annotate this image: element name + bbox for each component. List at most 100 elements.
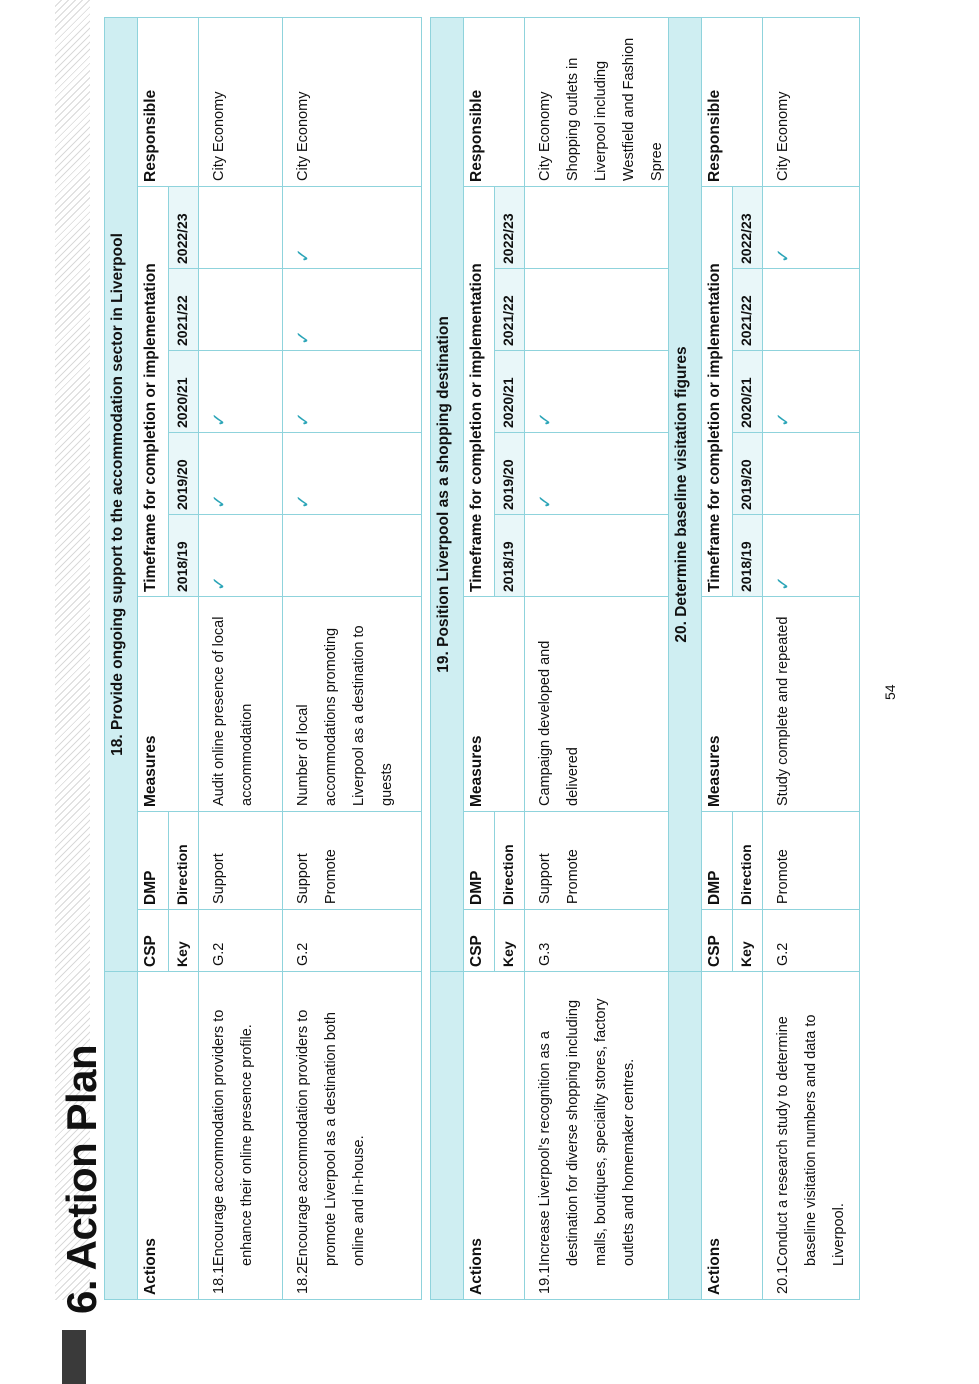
action-table-18: 18. Provide ongoing support to the accom… [104, 17, 422, 1300]
check-icon: ✓ [293, 411, 313, 427]
year-check-cell: ✓ [524, 432, 678, 515]
year-check-cell: ✓ [282, 268, 422, 351]
header-timeframe: Timeframe for completion or implementati… [137, 186, 169, 597]
header-direction: Direction [494, 811, 525, 910]
measure: Campaign developed and delivered [524, 596, 678, 812]
table-row: 18.2Encourage accommodation providers to… [282, 17, 422, 1300]
check-icon: ✓ [535, 493, 555, 509]
responsible: City Economy [282, 17, 422, 187]
year-check-cell: ✓ [198, 350, 283, 433]
header-direction: Direction [732, 811, 763, 910]
header-responsible: Responsible [137, 17, 199, 187]
header-dmp: DMP [463, 811, 495, 910]
action-id: 20.1 [775, 1265, 791, 1294]
action-id: 18.2 [295, 1265, 311, 1294]
header-key: Key [168, 909, 199, 972]
year-check-cell: ✓ [198, 514, 283, 597]
header-year: 2020/21 [168, 350, 199, 433]
responsible: City Economy Shopping outlets in Liverpo… [524, 17, 678, 187]
action-id: 19.1 [537, 1265, 553, 1294]
year-check-cell: ✓ [198, 432, 283, 515]
decorative-hatch [55, 0, 90, 1300]
year-check-cell [282, 514, 422, 597]
action-text: Conduct a research study to determine ba… [775, 1014, 847, 1267]
section-title: 19. Position Liverpool as a shopping des… [430, 17, 464, 972]
year-check-cell [524, 514, 678, 597]
header-direction: Direction [168, 811, 199, 910]
band-spacer [668, 971, 702, 1300]
header-year: 2022/23 [494, 186, 525, 269]
header-year: 2021/22 [168, 268, 199, 351]
action-table-20: 20. Determine baseline visitation figure… [668, 17, 860, 1300]
header-actions: Actions [463, 971, 525, 1300]
header-year: 2021/22 [732, 268, 763, 351]
check-icon: ✓ [773, 575, 793, 591]
action-text: Encourage accommodation providers to enh… [211, 1009, 255, 1266]
header-dmp: DMP [137, 811, 169, 910]
header-year: 2021/22 [494, 268, 525, 351]
check-icon: ✓ [209, 411, 229, 427]
header-measures: Measures [137, 596, 199, 812]
dmp-direction: Support Promote [524, 811, 678, 910]
header-year: 2018/19 [494, 514, 525, 597]
measure: Number of local accommodations promoting… [282, 596, 422, 812]
check-icon: ✓ [209, 493, 229, 509]
dmp-direction: Promote [762, 811, 860, 910]
year-check-cell: ✓ [762, 186, 860, 269]
year-check-cell: ✓ [524, 350, 678, 433]
check-icon: ✓ [773, 247, 793, 263]
header-responsible: Responsible [701, 17, 763, 187]
year-check-cell [524, 186, 678, 269]
action-text: Encourage accommodation providers to pro… [295, 1009, 367, 1266]
header-key: Key [732, 909, 763, 972]
check-icon: ✓ [773, 411, 793, 427]
band-spacer [104, 971, 138, 1300]
header-dmp: DMP [701, 811, 733, 910]
header-year: 2020/21 [732, 350, 763, 433]
header-year: 2019/20 [732, 432, 763, 515]
section-title: 20. Determine baseline visitation figure… [668, 17, 702, 972]
header-key: Key [494, 909, 525, 972]
action-id: 18.1 [211, 1265, 227, 1294]
dmp-direction: Support [198, 811, 283, 910]
year-check-cell: ✓ [282, 350, 422, 433]
csp-key: G.3 [524, 909, 678, 972]
year-check-cell [762, 268, 860, 351]
header-actions: Actions [137, 971, 199, 1300]
header-year: 2018/19 [168, 514, 199, 597]
action-cell: 18.1Encourage accommodation providers to… [198, 971, 283, 1300]
table-row: 20.1Conduct a research study to determin… [762, 17, 860, 1300]
year-check-cell: ✓ [282, 186, 422, 269]
action-text: Increase Liverpool's recognition as a de… [537, 998, 637, 1266]
header-responsible: Responsible [463, 17, 525, 187]
check-icon: ✓ [293, 247, 313, 263]
action-table-19: 19. Position Liverpool as a shopping des… [430, 17, 678, 1300]
measure: Audit online presence of local accommoda… [198, 596, 283, 812]
header-year: 2022/23 [168, 186, 199, 269]
header-measures: Measures [463, 596, 525, 812]
header-csp: CSP [701, 909, 733, 972]
header-measures: Measures [701, 596, 763, 812]
section-title: 18. Provide ongoing support to the accom… [104, 17, 138, 972]
check-icon: ✓ [535, 411, 555, 427]
table-row: 19.1Increase Liverpool's recognition as … [524, 17, 678, 1300]
measure: Study complete and repeated [762, 596, 860, 812]
header-year: 2018/19 [732, 514, 763, 597]
band-spacer [430, 971, 464, 1300]
header-year: 2020/21 [494, 350, 525, 433]
responsible: City Economy [762, 17, 860, 187]
table-row: 18.1Encourage accommodation providers to… [198, 17, 283, 1300]
page-title: 6. Action Plan [58, 1044, 105, 1314]
action-cell: 19.1Increase Liverpool's recognition as … [524, 971, 678, 1300]
year-check-cell [198, 186, 283, 269]
header-timeframe: Timeframe for completion or implementati… [701, 186, 733, 597]
dmp-direction: Support Promote [282, 811, 422, 910]
check-icon: ✓ [293, 493, 313, 509]
year-check-cell [198, 268, 283, 351]
csp-key: G.2 [282, 909, 422, 972]
action-cell: 20.1Conduct a research study to determin… [762, 971, 860, 1300]
check-icon: ✓ [209, 575, 229, 591]
header-csp: CSP [463, 909, 495, 972]
year-check-cell: ✓ [282, 432, 422, 515]
